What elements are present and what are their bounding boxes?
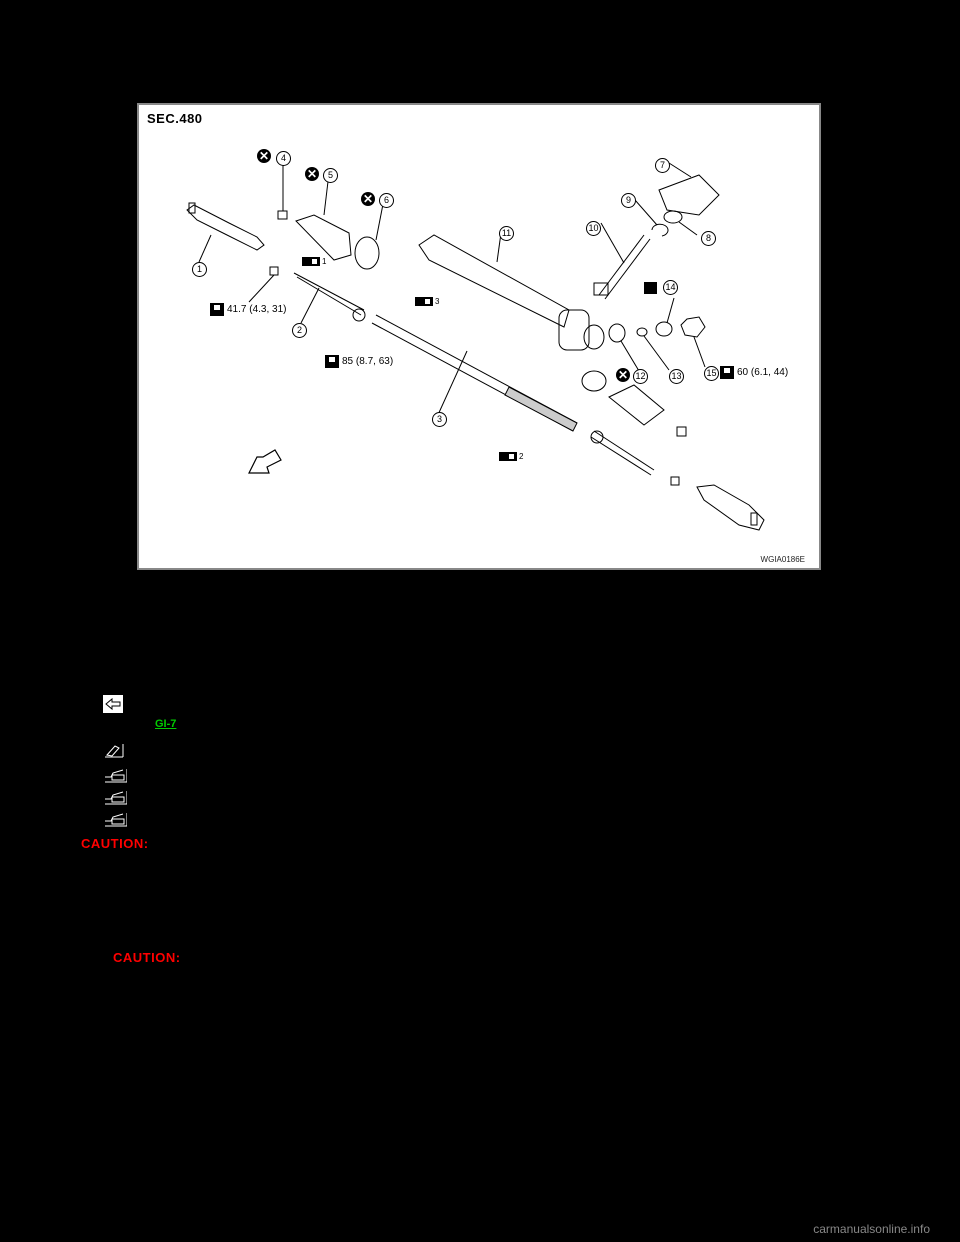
sealant-icon [644,282,657,294]
callout-2: 2 [292,323,307,338]
grease-point-3: 3 [415,297,439,306]
callout-5: 5 [323,168,338,183]
callout-11: 11 [499,226,514,241]
callout-4: 4 [276,151,291,166]
steering-gear-diagram [186,162,765,531]
torque-wrench-icon [210,303,224,316]
watermark: carmanualsonline.info [813,1222,930,1236]
non-reusable-icon: ✕ [616,368,630,382]
callout-15: 15 [704,366,719,381]
callout-13: 13 [669,369,684,384]
torque-spec-1: 41.7 (4.3, 31) [210,303,286,316]
callout-6: 6 [379,193,394,208]
sealant-icon [103,742,125,758]
exploded-view-figure: SEC.480 [137,103,821,570]
callout-3: 3 [432,412,447,427]
callout-8: 8 [701,231,716,246]
grease-icon [302,257,320,266]
torque-wrench-icon [325,355,339,368]
reference-link[interactable]: GI-7 [155,718,177,730]
callout-10: 10 [586,221,601,236]
caution-label-1: CAUTION: [81,836,149,851]
section-label: SEC.480 [147,111,203,126]
torque-spec-2: 85 (8.7, 63) [325,355,393,368]
grease-point-icon-3 [103,811,128,827]
non-reusable-icon: ✕ [305,167,319,181]
torque-spec-15: 60 (6.1, 44) [720,366,788,379]
non-reusable-icon: ✕ [257,149,271,163]
caution-label-2: CAUTION: [113,950,181,965]
callout-14: 14 [663,280,678,295]
grease-point-2: 2 [499,452,523,461]
grease-point-icon-2 [103,789,128,805]
non-reusable-icon: ✕ [361,192,375,206]
callout-1: 1 [192,262,207,277]
torque-wrench-icon [720,366,734,379]
callout-12: 12 [633,369,648,384]
callout-9: 9 [621,193,636,208]
front-arrow-icon [103,695,123,713]
figure-code: WGIA0186E [760,555,805,564]
grease-icon [499,452,517,461]
grease-point-icon-1 [103,767,128,783]
callout-7: 7 [655,158,670,173]
grease-icon [415,297,433,306]
grease-point-1: 1 [302,257,326,266]
